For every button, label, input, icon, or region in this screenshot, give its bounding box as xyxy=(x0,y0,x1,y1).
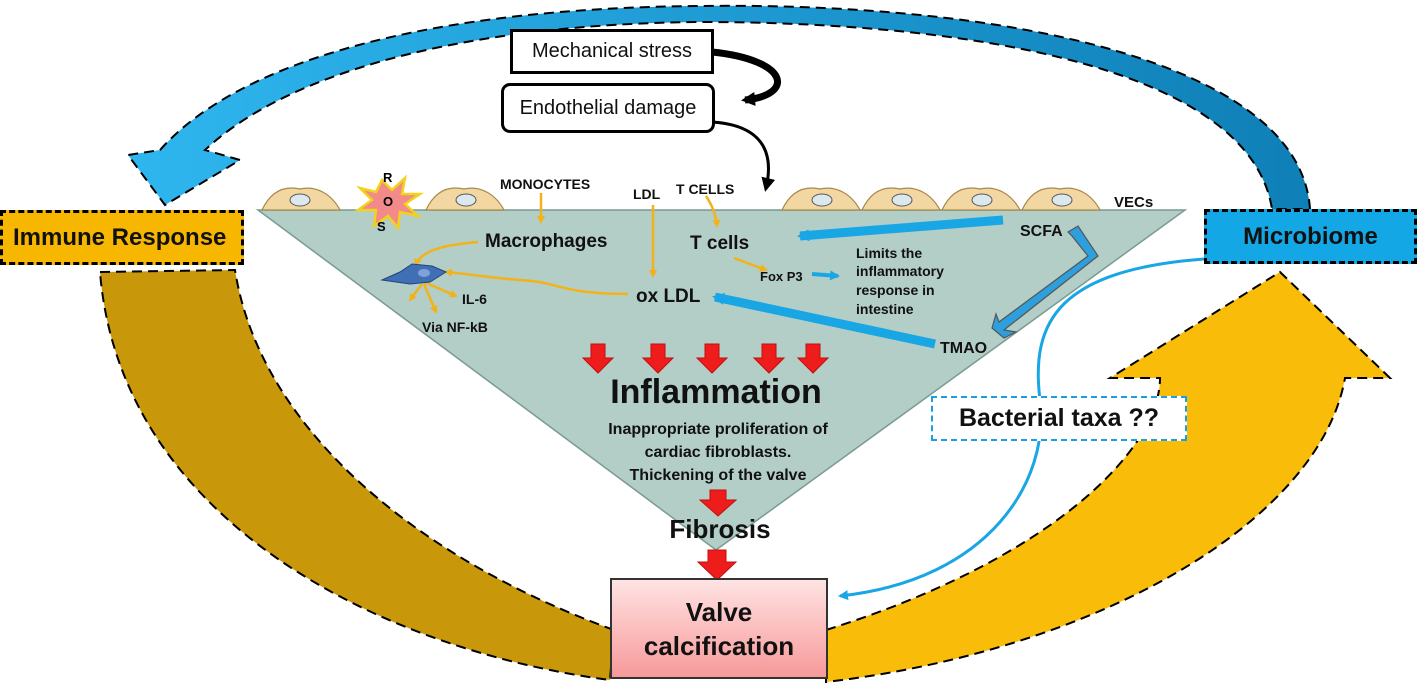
triangle-labels: MONOCYTES LDL T CELLS VECs Macrophages T… xyxy=(422,176,1153,544)
limits-line-2: inflammatory xyxy=(856,263,944,279)
proliferation-line-2: cardiac fibroblasts. xyxy=(645,444,792,461)
immune-to-valve-band xyxy=(98,268,616,682)
proliferation-line-1: Inappropriate proliferation of xyxy=(608,421,828,438)
inflammation-label: Inflammation xyxy=(610,373,822,411)
macrophages-to-foam-cell-arrow xyxy=(413,240,479,267)
limits-line-3: response in xyxy=(856,282,935,298)
red-arrow xyxy=(696,549,738,581)
tcells-to-foxp3-arrow xyxy=(733,256,768,272)
immune-response-box: Immune Response xyxy=(0,210,244,265)
fox-p3-label: Fox P3 xyxy=(760,269,803,284)
vec-cell xyxy=(1021,187,1102,211)
vec-cell xyxy=(941,187,1022,211)
tcells-caps-to-tcells-arrow xyxy=(704,195,721,228)
vec-cell xyxy=(261,187,342,211)
ros-r-label: R xyxy=(383,170,393,185)
ros-o-label: O xyxy=(383,194,393,209)
valve-calcification-line-1: Valve xyxy=(685,596,753,627)
valve-calcification-box: Valve calcification xyxy=(610,578,828,679)
mechanical-stress-label: Mechanical stress xyxy=(531,40,693,62)
oxldl-to-foam-cell-arrow xyxy=(444,268,629,296)
vec-cells xyxy=(261,187,1102,211)
monocytes-label: MONOCYTES xyxy=(500,176,590,192)
limits-line-4: intestine xyxy=(856,301,914,317)
endothelial-damage-box: Endothelial damage xyxy=(501,83,715,133)
red-arrow xyxy=(698,489,738,517)
immune-response-label: Immune Response xyxy=(13,223,227,251)
bacterial-taxa-label: Bacterial taxa ?? xyxy=(958,404,1160,432)
microbiome-to-immune-arc xyxy=(126,4,1312,210)
valve-triangle xyxy=(255,209,1188,551)
red-arrow xyxy=(752,343,786,374)
vec-cell xyxy=(781,187,862,211)
scfa-to-tcells-arrow xyxy=(797,215,1004,242)
mechanical-stress-box: Mechanical stress xyxy=(510,29,714,74)
ros-burst-icon xyxy=(354,174,425,232)
valve-calcification-line-2: calcification xyxy=(643,630,795,661)
macrophages-label: Macrophages xyxy=(485,231,607,252)
bacterial-taxa-box: Bacterial taxa ?? xyxy=(931,396,1187,441)
via-nfkb-label: Via NF-kB xyxy=(422,319,488,335)
foam-to-left-arrow xyxy=(408,283,423,302)
foam-cell-icon xyxy=(380,263,448,285)
ox-ldl-label: ox LDL xyxy=(636,286,701,307)
endothelial-damage-label: Endothelial damage xyxy=(519,96,697,119)
yellow-arrows xyxy=(408,193,768,314)
foxp3-to-limits-arrow xyxy=(811,270,840,281)
microbiome-label: Microbiome xyxy=(1243,222,1378,250)
damage-to-vecs-arrow xyxy=(711,120,776,192)
vecs-label: VECs xyxy=(1114,194,1153,211)
red-arrow xyxy=(796,343,830,374)
proliferation-line-3: Thickening of the valve xyxy=(630,467,807,484)
tmao-to-oxldl-arrow xyxy=(712,292,936,349)
stress-to-damage-arrow xyxy=(711,48,781,106)
microbiome-box: Microbiome xyxy=(1204,209,1417,264)
red-arrow xyxy=(695,343,729,374)
red-arrow xyxy=(641,343,675,374)
foam-to-il6-arrow xyxy=(423,280,458,298)
il6-label: IL-6 xyxy=(462,291,487,307)
scfa-label: SCFA xyxy=(1020,223,1063,240)
vec-cell xyxy=(861,187,942,211)
t-cells-label: T cells xyxy=(690,233,749,254)
ros-s-label: S xyxy=(377,219,386,234)
red-arrow xyxy=(581,343,615,374)
foam-to-nfkb-arrow xyxy=(422,283,438,314)
fibrosis-label: Fibrosis xyxy=(669,514,770,544)
ldl-label: LDL xyxy=(633,186,661,202)
scfa-tmao-double-arrow xyxy=(991,225,1099,339)
tmao-label: TMAO xyxy=(940,340,987,357)
red-arrows xyxy=(581,343,830,581)
limits-line-1: Limits the xyxy=(856,245,922,261)
valve-to-microbiome-band xyxy=(825,270,1393,684)
t-cells-caps-label: T CELLS xyxy=(676,181,734,197)
vec-cell xyxy=(425,187,506,211)
